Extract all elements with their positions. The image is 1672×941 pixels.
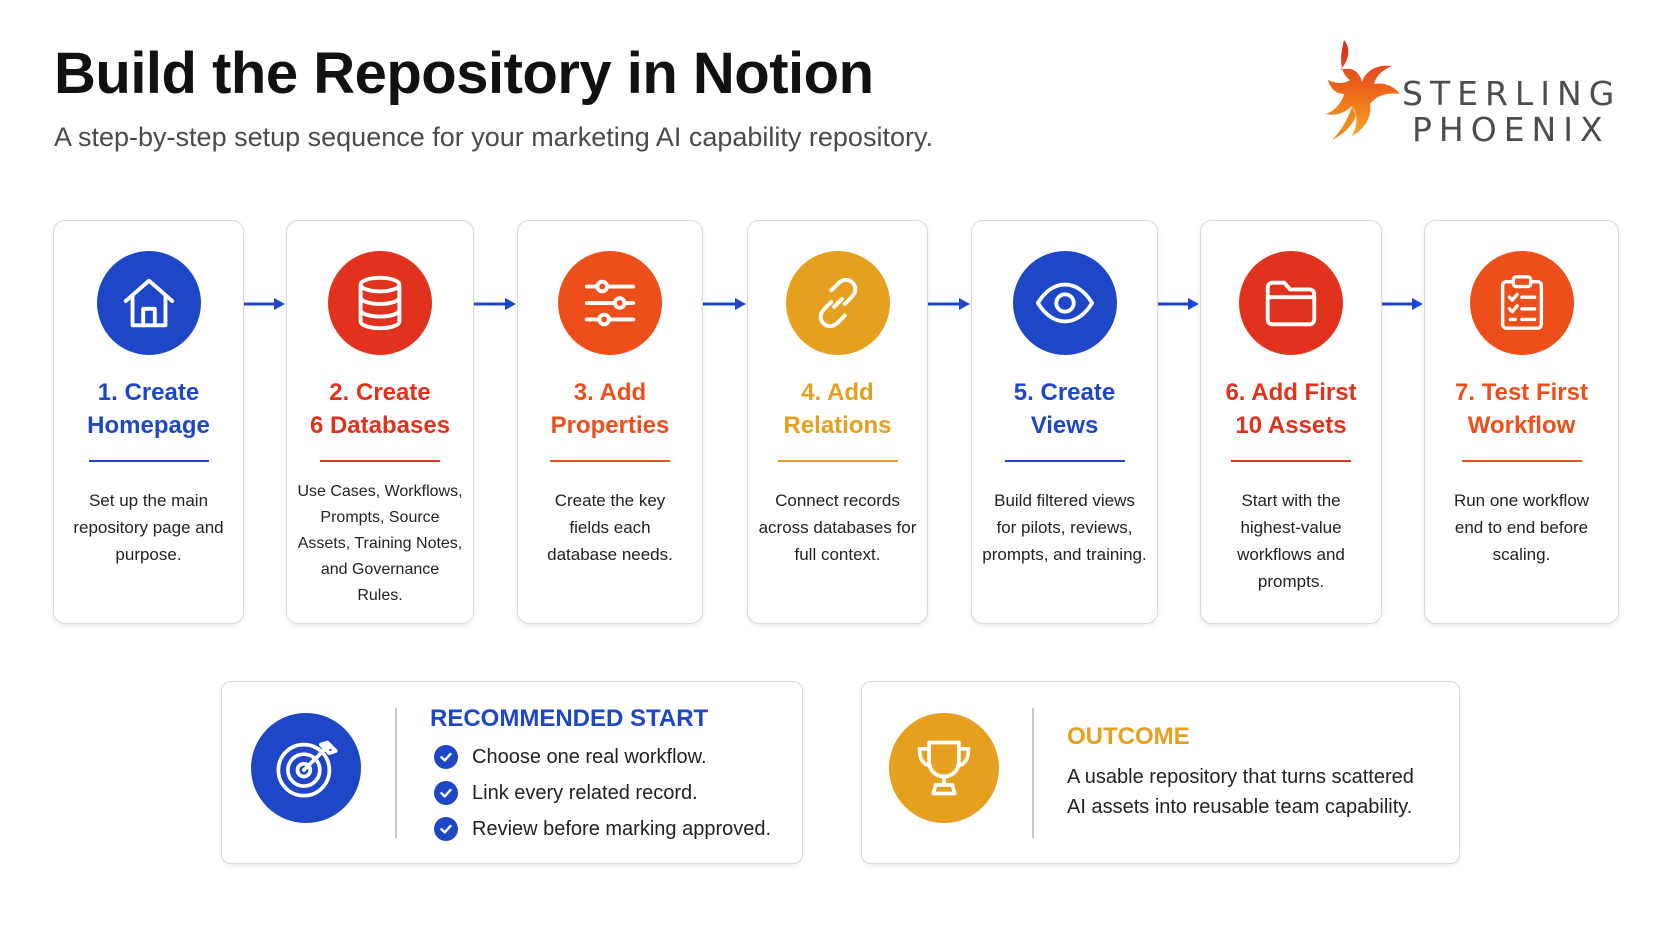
home-icon <box>123 278 174 328</box>
panel-divider <box>1032 708 1034 838</box>
step-title-line-2: Views <box>1030 412 1099 439</box>
step-icon-circle <box>1469 251 1574 355</box>
sliders-icon <box>584 279 636 327</box>
step-title-line-1: 2. Create <box>329 379 431 406</box>
step-divider <box>1231 460 1351 462</box>
step-card-5: 5. Create Views Build filtered views for… <box>971 220 1158 624</box>
step-icon-circle <box>1012 251 1117 355</box>
step-card-4: 4. Add Relations Connect records across … <box>747 220 928 624</box>
step-title-line-1: 5. Create <box>1013 379 1116 406</box>
link-icon <box>818 277 857 329</box>
checkmark-icon <box>434 745 458 769</box>
outcome-text-line-1: A usable repository that turns scattered <box>1067 766 1414 788</box>
recommended-item-text: Review before marking approved. <box>472 817 772 840</box>
folder-icon <box>1265 280 1317 327</box>
step-divider <box>550 460 670 462</box>
step-title-line-2: 6 Databases <box>309 412 451 439</box>
step-title: 1. Create Homepage <box>60 376 237 442</box>
step-description: Start with the highest-value workflows a… <box>1237 491 1345 591</box>
flow-arrow <box>244 298 285 310</box>
sterling-phoenix-logo: STERLING PHOENIX <box>1322 36 1652 149</box>
step-icon-circle <box>785 251 890 355</box>
step-title-line-1: 4. Add <box>801 379 874 406</box>
step-title: 4. Add Relations <box>754 376 921 442</box>
step-card-2: 2. Create 6 Databases Use Cases, Workflo… <box>286 220 474 624</box>
checkmark-icon <box>434 781 458 805</box>
step-title-line-2: 10 Assets <box>1235 412 1347 439</box>
step-icon-circle <box>1239 251 1343 355</box>
flow-arrow <box>928 298 970 310</box>
step-title: 5. Create Views <box>978 376 1151 442</box>
logo-line-1: STERLING <box>1402 74 1622 113</box>
step-description: Run one workflow end to end before scali… <box>1453 491 1590 564</box>
step-title-line-2: Homepage <box>87 412 210 439</box>
phoenix-bird-icon <box>1326 40 1400 140</box>
step-title: 2. Create 6 Databases <box>293 376 467 442</box>
step-title: 7. Test First Workflow <box>1431 376 1612 442</box>
outcome-icon-circle <box>889 713 999 823</box>
outcome-heading: OUTCOME <box>1067 723 1190 750</box>
page-title: Build the Repository in Notion <box>54 41 874 106</box>
logo-line-2: PHOENIX <box>1412 110 1610 149</box>
panel-divider <box>395 708 397 838</box>
step-divider <box>1461 460 1582 462</box>
recommended-item: Link every related record. <box>434 781 698 805</box>
step-title-line-1: 1. Create <box>97 379 200 406</box>
step-description: Connect records across databases for ful… <box>758 491 917 564</box>
step-card-3: 3. Add Properties Create the key fields … <box>517 220 703 624</box>
step-title-line-2: Workflow <box>1467 412 1576 439</box>
page-subtitle: A step-by-step setup sequence for your m… <box>54 122 933 152</box>
flow-arrow <box>1382 298 1423 310</box>
recommended-heading: RECOMMENDED START <box>430 705 709 732</box>
step-icon-circle <box>96 251 201 355</box>
step-title-line-1: 3. Add <box>573 379 647 406</box>
step-description: Set up the main repository page and purp… <box>73 491 224 564</box>
recommended-item: Review before marking approved. <box>434 817 771 841</box>
flow-arrow <box>1158 298 1199 310</box>
outcome-panel: OUTCOME A usable repository that turns s… <box>861 681 1460 864</box>
recommended-item-text: Link every related record. <box>472 781 698 804</box>
step-divider <box>777 460 898 462</box>
database-icon <box>358 275 402 331</box>
step-card-6: 6. Add First 10 Assets Start with the hi… <box>1200 220 1382 624</box>
recommended-start-panel: RECOMMENDED START Choose one real workfl… <box>221 681 803 864</box>
step-description: Use Cases, Workflows, Prompts, Source As… <box>297 483 463 604</box>
step-icon-circle <box>328 251 432 355</box>
target-icon <box>276 740 338 798</box>
step-title-line-1: 6. Add First <box>1225 379 1357 406</box>
eye-icon <box>1035 282 1094 324</box>
step-title: 3. Add Properties <box>524 376 696 442</box>
recommended-icon-circle <box>251 713 361 823</box>
trophy-icon <box>917 740 971 796</box>
clipboard-checklist-icon <box>1500 275 1543 330</box>
flow-arrow <box>703 298 746 310</box>
step-icon-circle <box>558 251 662 355</box>
outcome-text-line-2: AI assets into reusable team capability. <box>1067 796 1413 818</box>
step-divider <box>1004 460 1125 462</box>
step-title-line-1: 7. Test First <box>1455 379 1588 406</box>
step-card-7: 7. Test First Workflow Run one workflow … <box>1424 220 1619 624</box>
step-divider <box>320 460 440 462</box>
step-description: Build filtered views for pilots, reviews… <box>982 491 1147 564</box>
step-title: 6. Add First 10 Assets <box>1207 376 1375 442</box>
recommended-item: Choose one real workflow. <box>434 745 707 769</box>
step-title-line-2: Relations <box>783 412 892 439</box>
step-title-line-2: Properties <box>550 412 670 439</box>
step-description: Create the key fields each database need… <box>547 491 673 564</box>
step-card-1: 1. Create Homepage Set up the main repos… <box>53 220 244 624</box>
flow-arrow <box>474 298 516 310</box>
step-divider <box>88 460 209 462</box>
checkmark-icon <box>434 817 458 841</box>
outcome-text: A usable repository that turns scattered… <box>1067 762 1414 822</box>
recommended-item-text: Choose one real workflow. <box>472 745 707 768</box>
